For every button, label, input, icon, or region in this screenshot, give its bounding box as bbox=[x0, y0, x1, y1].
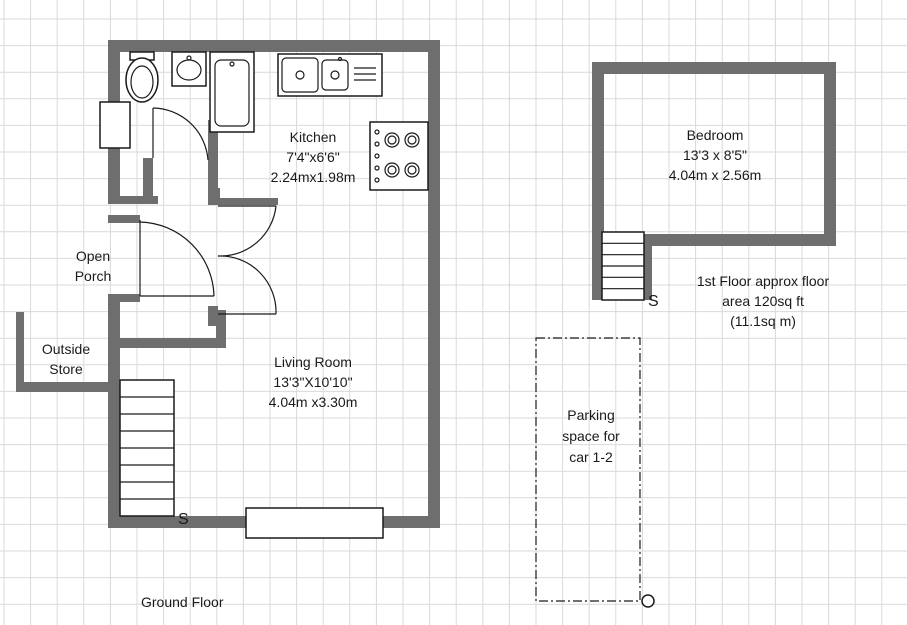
first-floor-walls bbox=[592, 62, 836, 300]
parking-line-2: space for bbox=[562, 428, 620, 444]
store-line-2: Store bbox=[49, 361, 83, 377]
bath-tub bbox=[209, 51, 255, 133]
ground-floor-walls bbox=[16, 40, 440, 528]
kitchen-label: Kitchen 7'4"x6'6" 2.24mx1.98m bbox=[271, 129, 356, 185]
parking-space bbox=[535, 337, 655, 608]
kitchen-sink bbox=[277, 53, 383, 97]
ground-stair-mark: S bbox=[178, 511, 189, 528]
window bbox=[245, 507, 384, 539]
first-floor-area-line-2: area 120sq ft bbox=[722, 293, 804, 309]
wash-basin bbox=[171, 51, 207, 87]
first-floor-area-line-3: (11.1sq m) bbox=[730, 313, 796, 329]
parking-label: Parking space for car 1-2 bbox=[562, 407, 620, 465]
living-room-name: Living Room bbox=[274, 354, 352, 370]
living-room-label: Living Room 13'3"X10'10" 4.04m x3.30m bbox=[269, 354, 358, 410]
first-floor-area-line-1: 1st Floor approx floor bbox=[697, 273, 830, 289]
porch-line-2: Porch bbox=[75, 268, 112, 284]
first-stair-mark: S bbox=[648, 293, 659, 310]
boiler-cupboard bbox=[99, 101, 131, 149]
living-room-dims-metric: 4.04m x3.30m bbox=[269, 394, 358, 410]
kitchen-name: Kitchen bbox=[290, 129, 337, 145]
bedroom-dims-metric: 4.04m x 2.56m bbox=[669, 167, 762, 183]
parking-marker-icon bbox=[641, 594, 655, 608]
kitchen-door bbox=[217, 205, 277, 315]
kitchen-dims-imperial: 7'4"x6'6" bbox=[286, 149, 339, 165]
bedroom-name: Bedroom bbox=[687, 127, 744, 143]
first-floor-stairs bbox=[601, 231, 645, 301]
living-room-dims-imperial: 13'3"X10'10" bbox=[273, 374, 352, 390]
parking-line-3: car 1-2 bbox=[569, 449, 613, 465]
bedroom-label: Bedroom 13'3 x 8'5" 4.04m x 2.56m bbox=[669, 127, 762, 183]
wc-toilet bbox=[125, 51, 159, 103]
store-line-1: Outside bbox=[42, 341, 90, 357]
kitchen-dims-metric: 2.24mx1.98m bbox=[271, 169, 356, 185]
porch-line-1: Open bbox=[76, 248, 110, 264]
ground-floor-label: Ground Floor bbox=[141, 594, 224, 610]
porch-label: Open Porch bbox=[75, 248, 112, 284]
parking-line-1: Parking bbox=[567, 407, 614, 423]
ground-floor-stairs bbox=[119, 379, 175, 517]
outside-store-label: Outside Store bbox=[42, 341, 90, 377]
bathroom-door bbox=[152, 107, 209, 161]
cooker-hob bbox=[369, 121, 429, 191]
first-floor-area-label: 1st Floor approx floor area 120sq ft (11… bbox=[697, 273, 830, 329]
porch-door bbox=[139, 220, 215, 297]
bedroom-dims-imperial: 13'3 x 8'5" bbox=[683, 147, 747, 163]
